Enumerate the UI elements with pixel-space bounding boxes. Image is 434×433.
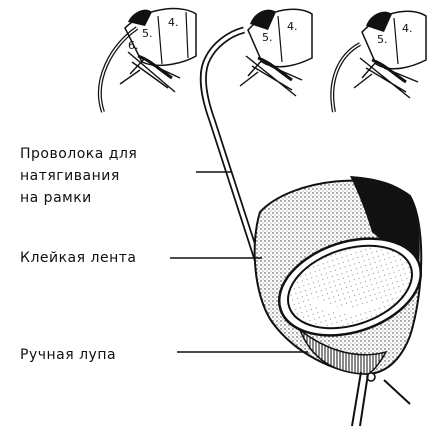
sketch-left	[97, 7, 197, 113]
frame-number-left-5: 5.	[142, 27, 153, 40]
frame-divider-left-1	[157, 15, 163, 65]
frame-number-middle-4: 4.	[287, 20, 298, 33]
insect-middle	[239, 55, 303, 97]
frame-divider-right-1	[393, 17, 399, 65]
insect-left	[119, 51, 181, 93]
frame-divider-middle-1	[277, 15, 283, 63]
label-wire-line-1: Проволока для	[20, 146, 138, 162]
frame-number-left-6: 6.	[128, 39, 139, 52]
handle-right	[383, 379, 411, 405]
lens-rim-hatch	[298, 327, 388, 375]
handle-stick	[351, 371, 362, 427]
frame-number-left-4: 4.	[168, 16, 179, 29]
frame-number-middle-5: 5.	[262, 31, 273, 44]
insect-right	[353, 57, 419, 99]
tape-right	[366, 11, 392, 32]
frame-divider-left-2	[185, 11, 189, 59]
frame-number-right-4: 4.	[402, 22, 413, 35]
main-wire	[199, 26, 262, 264]
label-wire: Проволока для натягивания на рамки	[20, 143, 137, 209]
lens-glass	[287, 244, 413, 330]
label-tape: Клейкая лента	[20, 250, 137, 266]
label-wire-line-2: натягивания	[20, 168, 120, 184]
sketch-middle	[239, 8, 313, 97]
sketch-right	[330, 10, 427, 113]
label-wire-line-3: на рамки	[20, 190, 92, 206]
label-lens: Ручная лупа	[20, 347, 117, 363]
frame-number-right-5: 5.	[377, 33, 388, 46]
hand-lens	[253, 176, 423, 427]
